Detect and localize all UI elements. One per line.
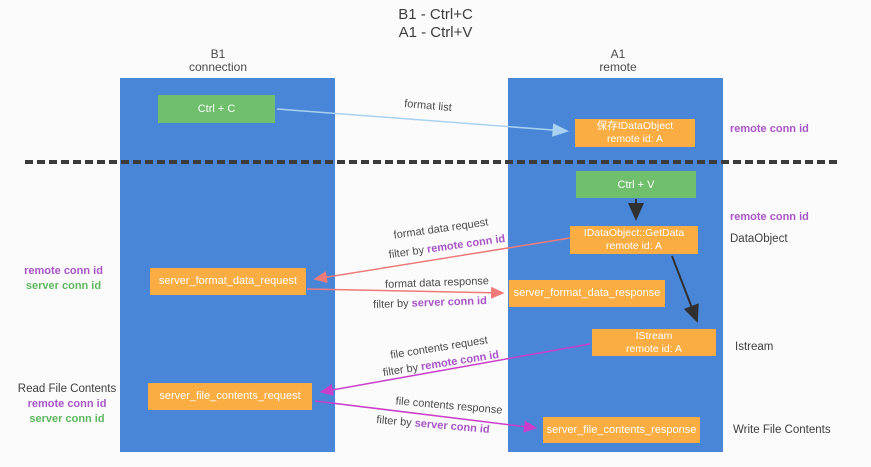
lane-a1-name: A1	[610, 47, 626, 61]
node-server-file-contents-response: server_file_contents_response	[543, 417, 700, 443]
lane-b1-name: B1	[210, 47, 226, 61]
annotation-server-conn-id-left-1: server conn id	[25, 280, 102, 292]
lane-b1-role: connection	[188, 60, 248, 74]
remote-conn-id-text: remote conn id	[426, 232, 506, 256]
annotation-remote-conn-id-left-1: remote conn id	[24, 265, 103, 277]
node-server-file-contents-response-label: server_file_contents_response	[546, 423, 697, 436]
file-contents-response-text: file contents response	[395, 395, 503, 417]
lane-a1-role: remote	[599, 60, 637, 74]
node-save-idataobject-line2: remote id: A	[606, 133, 664, 145]
format-data-response-text: format data response	[384, 275, 490, 291]
edge-label-format-data-response: format data response	[385, 275, 489, 291]
node-ctrl-c-label: Ctrl + C	[197, 103, 236, 115]
annotation-server-conn-id-left-2: server conn id	[29, 413, 105, 425]
node-ctrl-v-label: Ctrl + V	[617, 178, 655, 191]
server-conn-id-text: server conn id	[411, 295, 488, 310]
annotation-stack-format-request: remote conn id server conn id	[12, 264, 115, 294]
filter-by-text: filter by	[372, 297, 412, 311]
node-server-file-contents-request: server_file_contents_request	[148, 383, 312, 410]
annotation-remote-conn-id-left-2: remote conn id	[27, 398, 107, 410]
title-line-1: B1 - Ctrl+C	[398, 6, 473, 23]
title-line-2: A1 - Ctrl+V	[398, 24, 473, 41]
format-list-text: format list	[403, 97, 453, 115]
filter-by-text: filter by	[388, 243, 428, 262]
annotation-remote-conn-id-top: remote conn id	[730, 123, 809, 135]
annotation-remote-conn-id-mid: remote conn id	[730, 211, 809, 223]
node-server-format-data-response-label: server_format_data_response	[513, 287, 661, 299]
node-ctrl-c: Ctrl + C	[158, 95, 275, 123]
lane-header-b1: B1 connection	[158, 48, 278, 74]
node-server-format-data-response: server_format_data_response	[509, 280, 665, 307]
edge-label-file-contents-response: file contents response	[395, 395, 503, 416]
node-server-format-data-request-label: server_format_data_request	[158, 275, 298, 287]
edge-label-filter-server-2: filter by server conn id	[376, 414, 490, 436]
annotation-read-file-contents: Read File Contents	[17, 383, 117, 395]
clipboard-boundary-dashed-line	[25, 160, 837, 164]
node-server-format-data-request: server_format_data_request	[150, 268, 306, 295]
diagram-title: B1 - Ctrl+C A1 - Ctrl+V	[0, 6, 871, 42]
annotation-istream: Istream	[735, 341, 774, 353]
node-istream-line1: IStream	[635, 329, 673, 342]
node-getdata-line1: IDataObject::GetData	[583, 227, 685, 239]
node-server-file-contents-request-label: server_file_contents_request	[159, 390, 301, 402]
server-conn-id-text: server conn id	[414, 417, 491, 436]
node-save-idataobject: 保存IDataObject remote id: A	[575, 119, 695, 147]
node-ctrl-v: Ctrl + V	[576, 171, 696, 198]
annotation-dataobject: DataObject	[730, 233, 788, 245]
edge-label-format-list: format list	[404, 98, 453, 114]
node-istream-line2: remote id: A	[625, 342, 683, 355]
node-idataobject-getdata: IDataObject::GetData remote id: A	[570, 226, 698, 254]
node-save-idataobject-line1: 保存IDataObject	[596, 120, 674, 132]
lane-header-a1: A1 remote	[558, 48, 678, 74]
filter-by-text: filter by	[375, 414, 416, 430]
filter-by-text: filter by	[382, 361, 423, 380]
annotation-stack-file-request: Read File Contents remote conn id server…	[12, 382, 122, 427]
node-istream: IStream remote id: A	[592, 329, 716, 356]
edge-label-filter-server-1: filter by server conn id	[373, 295, 487, 311]
annotation-write-file-contents: Write File Contents	[733, 424, 831, 436]
node-getdata-line2: remote id: A	[605, 240, 663, 252]
